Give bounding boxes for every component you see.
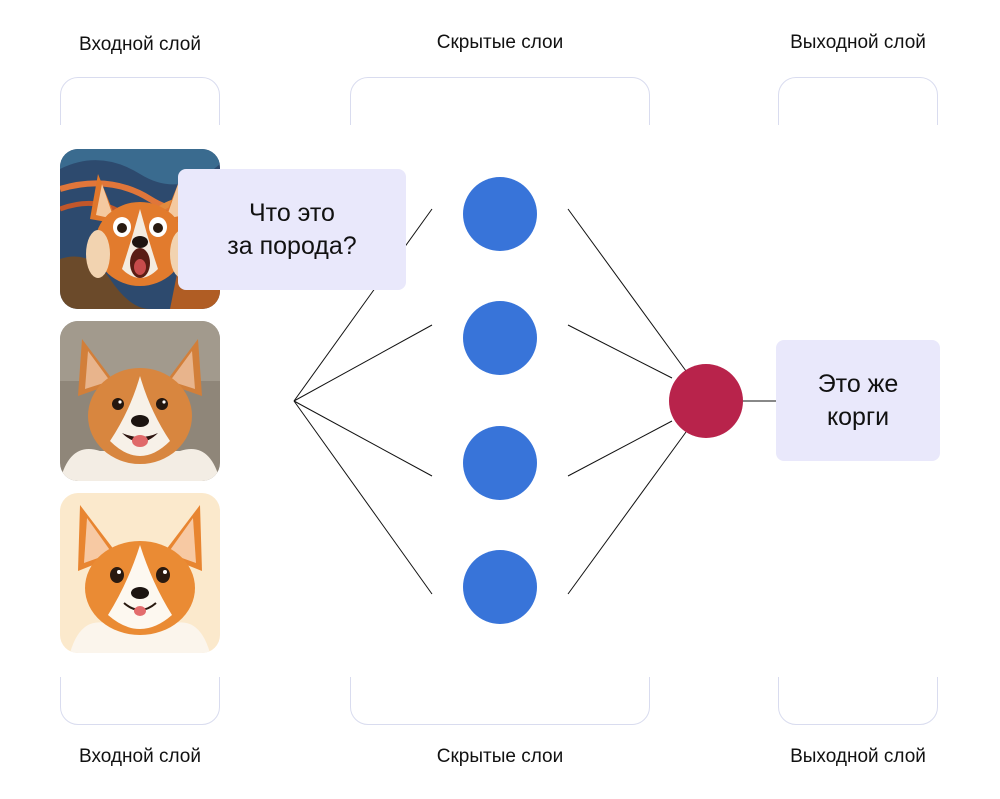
input-layer-label-bottom: Входной слой [79, 746, 201, 767]
hidden-node-1 [463, 177, 537, 251]
corgi-photo [60, 321, 220, 481]
output-layer-label-top: Выходной слой [790, 32, 926, 53]
answer-bubble: Это же корги [776, 340, 940, 461]
edge-h2-output [567, 324, 673, 379]
edge-input-h2 [293, 324, 433, 402]
edge-input-h4 [293, 400, 433, 595]
edge-input-h3 [293, 400, 433, 477]
question-bubble: Что это за порода? [178, 169, 406, 290]
hidden-layer-label-top: Скрытые слои [436, 32, 564, 53]
hidden-node-4 [463, 550, 537, 624]
question-text: Что это за порода? [227, 198, 357, 260]
output-layer-label-bottom: Выходной слой [790, 746, 926, 767]
hidden-node-2 [463, 301, 537, 375]
hidden-layer-label-bottom: Скрытые слои [436, 746, 564, 767]
output-node [669, 364, 743, 438]
edge-h3-output [567, 420, 673, 477]
hidden-node-3 [463, 426, 537, 500]
edge-input-h1 [293, 208, 433, 402]
edge-h4-output [567, 431, 687, 595]
input-layer-label-top: Входной слой [79, 34, 201, 55]
edge-h1-output [567, 208, 687, 372]
corgi-illustration [60, 493, 220, 653]
answer-text: Это же корги [817, 369, 899, 431]
